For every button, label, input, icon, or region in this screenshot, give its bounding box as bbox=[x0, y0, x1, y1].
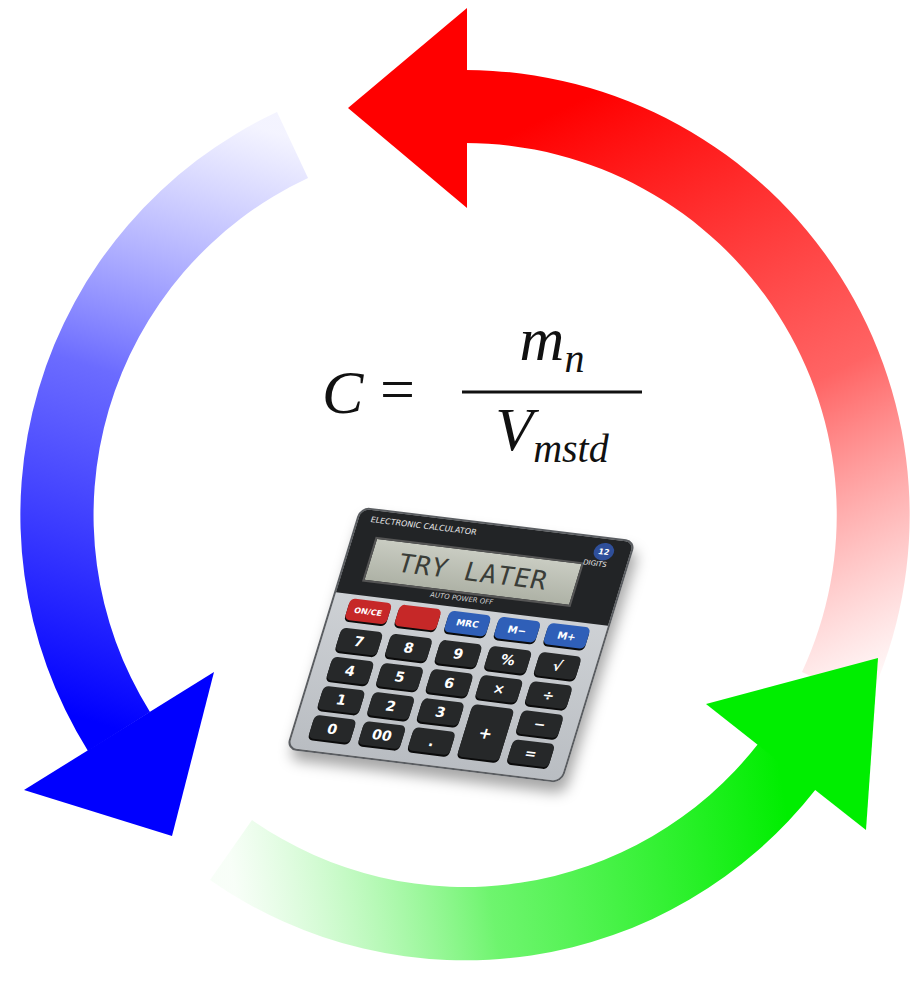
calculator-key: 9 bbox=[434, 640, 483, 668]
formula-denominator: Vmstd bbox=[495, 398, 608, 460]
calculator-key: 1 bbox=[317, 686, 366, 714]
formula-numerator: mn bbox=[520, 308, 585, 370]
calculator-key: 7 bbox=[335, 627, 384, 655]
calculator-key: 3 bbox=[416, 698, 465, 726]
calculator-key: % bbox=[484, 646, 533, 674]
formula-symbol: C bbox=[322, 361, 363, 423]
formula-equals: = bbox=[380, 358, 415, 420]
calculator-key: MRC bbox=[443, 610, 491, 636]
calculator-key: + bbox=[457, 704, 515, 762]
calculator-key: √ bbox=[533, 652, 582, 680]
calculator-key bbox=[394, 604, 442, 630]
calculator-key: 5 bbox=[375, 663, 424, 691]
calculator-key: 8 bbox=[384, 633, 433, 661]
calculator-key: M− bbox=[493, 616, 541, 642]
formula-subscript: n bbox=[564, 336, 584, 381]
red-arrowhead bbox=[348, 8, 467, 208]
calculator-key: 2 bbox=[366, 692, 415, 720]
calculator-key: 6 bbox=[425, 669, 474, 697]
calculator-key: 0 bbox=[308, 715, 357, 743]
formula-variable: m bbox=[520, 305, 565, 373]
fraction-bar bbox=[462, 391, 642, 394]
calculator-key: ON/CE bbox=[344, 598, 392, 624]
blue-arrow bbox=[20, 112, 308, 751]
calculator-key: M+ bbox=[543, 623, 591, 649]
calculator-key: 4 bbox=[326, 656, 375, 684]
calculator-key: = bbox=[506, 739, 555, 767]
calculator-key: . bbox=[407, 727, 456, 755]
calculator-key: ÷ bbox=[524, 681, 573, 709]
calculator-key: 00 bbox=[358, 721, 407, 749]
blue-arrowhead bbox=[24, 672, 214, 836]
green-arrowhead bbox=[706, 658, 878, 830]
calculator-key: × bbox=[475, 675, 524, 703]
calculator: ELECTRONIC CALCULATORTRY LATER12DIGITSAU… bbox=[286, 507, 636, 784]
formula-subscript: mstd bbox=[533, 426, 609, 471]
calculator-key: − bbox=[515, 710, 564, 738]
formula-variable: V bbox=[495, 395, 533, 463]
